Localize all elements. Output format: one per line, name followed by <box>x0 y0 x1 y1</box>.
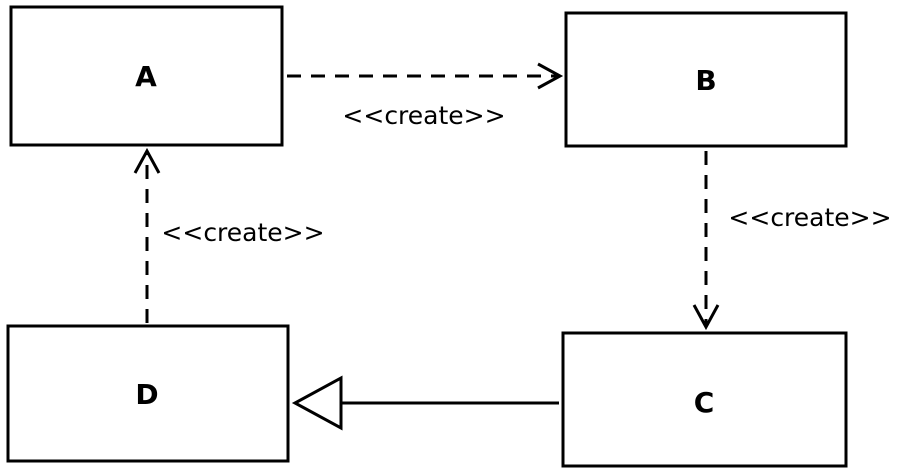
node-b[interactable]: B <box>564 11 848 148</box>
node-d-label: D <box>135 378 158 411</box>
edge-c-to-d[interactable] <box>291 375 559 431</box>
edge-a-to-b-label: <<create>> <box>342 101 505 130</box>
edge-a-to-b[interactable]: <<create>> <box>287 62 564 130</box>
edge-a-to-b-arrowhead <box>537 62 564 90</box>
edge-b-to-c-label: <<create>> <box>728 203 891 232</box>
node-c[interactable]: C <box>561 331 848 468</box>
node-b-label: B <box>695 64 716 97</box>
edge-b-to-c-arrowhead <box>692 304 720 331</box>
node-a-label: A <box>135 60 157 93</box>
edge-d-to-a[interactable]: <<create>> <box>133 147 325 323</box>
edge-d-to-a-arrowhead <box>133 147 161 174</box>
edge-b-to-c[interactable]: <<create>> <box>692 151 892 331</box>
node-d[interactable]: D <box>6 324 290 463</box>
edge-c-to-d-arrowhead <box>291 375 343 431</box>
node-b-box <box>564 11 848 148</box>
node-d-box <box>6 324 290 463</box>
node-c-box <box>561 331 848 468</box>
node-c-label: C <box>694 386 715 419</box>
edge-d-to-a-label: <<create>> <box>161 218 324 247</box>
node-a-box <box>9 5 284 147</box>
node-a[interactable]: A <box>9 5 284 147</box>
